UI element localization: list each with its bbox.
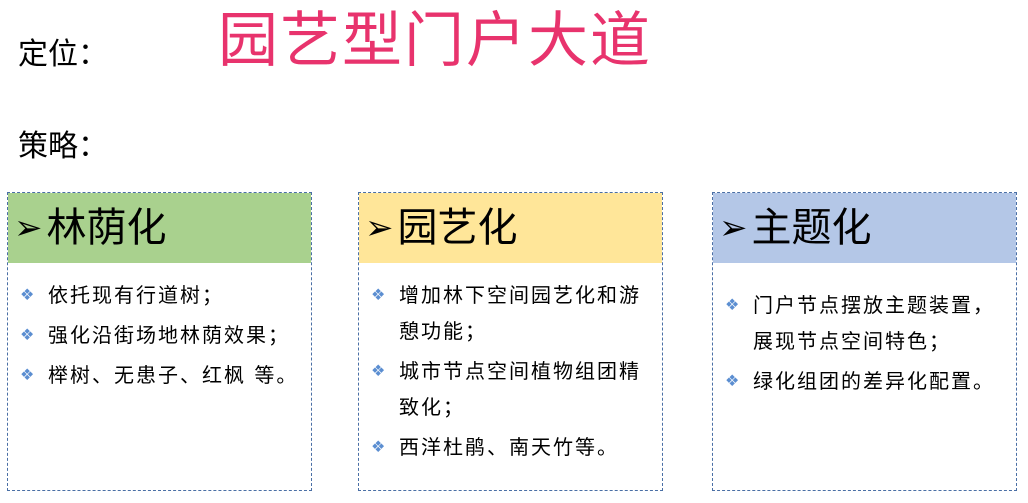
card-title: 主题化 (751, 205, 872, 251)
card-title: 林荫化 (46, 205, 167, 251)
four-diamond-bullet-icon: ❖ (20, 365, 35, 384)
bullet-list: ❖ 依托现有行道树； ❖ 强化沿街场地林荫效果； ❖ 榉树、无患子、红枫 等。 (8, 263, 311, 393)
four-diamond-bullet-icon: ❖ (20, 325, 35, 344)
bullet-list: ❖ 增加林下空间园艺化和游憩功能； ❖ 城市节点空间植物组团精致化； ❖ 西洋杜鹃、南… (359, 263, 662, 465)
list-item-text: 依托现有行道树； (48, 283, 224, 307)
list-item: ❖ 依托现有行道树； (20, 277, 303, 313)
four-diamond-bullet-icon: ❖ (725, 371, 740, 390)
four-diamond-bullet-icon: ❖ (20, 285, 35, 304)
arrow-head-right-icon: ➢ (365, 208, 394, 248)
list-item-text: 增加林下空间园艺化和游憩功能； (399, 283, 641, 343)
card-header: ➢ 园艺化 (359, 193, 662, 263)
card-title: 园艺化 (397, 205, 518, 251)
list-item-text: 榉树、无患子、红枫 等。 (48, 363, 299, 387)
arrow-head-right-icon: ➢ (14, 208, 43, 248)
list-item: ❖ 城市节点空间植物组团精致化； (371, 353, 654, 425)
card-header: ➢ 主题化 (713, 193, 1016, 263)
strategy-label: 策略： (18, 129, 108, 164)
list-item: ❖ 榉树、无患子、红枫 等。 (20, 357, 303, 393)
list-item: ❖ 增加林下空间园艺化和游憩功能； (371, 277, 654, 349)
list-item-text: 西洋杜鹃、南天竹等。 (399, 435, 619, 459)
positioning-headline: 园艺型门户大道 (218, 6, 652, 76)
four-diamond-bullet-icon: ❖ (371, 285, 386, 304)
strategy-card-shade: ➢ 林荫化 ❖ 依托现有行道树； ❖ 强化沿街场地林荫效果； ❖ 榉树、无患子、红枫 … (7, 192, 312, 491)
list-item-text: 绿化组团的差异化配置。 (753, 369, 995, 393)
list-item: ❖ 门户节点摆放主题装置，展现节点空间特色； (725, 287, 1008, 359)
four-diamond-bullet-icon: ❖ (725, 295, 740, 314)
positioning-label: 定位： (18, 37, 108, 72)
strategy-card-gardening: ➢ 园艺化 ❖ 增加林下空间园艺化和游憩功能； ❖ 城市节点空间植物组团精致化； ❖… (358, 192, 663, 491)
four-diamond-bullet-icon: ❖ (371, 437, 386, 456)
bullet-list: ❖ 门户节点摆放主题装置，展现节点空间特色； ❖ 绿化组团的差异化配置。 (713, 263, 1016, 399)
card-header: ➢ 林荫化 (8, 193, 311, 263)
strategy-card-theme: ➢ 主题化 ❖ 门户节点摆放主题装置，展现节点空间特色； ❖ 绿化组团的差异化配置。 (712, 192, 1017, 491)
list-item: ❖ 绿化组团的差异化配置。 (725, 363, 1008, 399)
arrow-head-right-icon: ➢ (719, 208, 748, 248)
list-item-text: 门户节点摆放主题装置，展现节点空间特色； (753, 293, 995, 353)
list-item: ❖ 强化沿街场地林荫效果； (20, 317, 303, 353)
list-item: ❖ 西洋杜鹃、南天竹等。 (371, 429, 654, 465)
list-item-text: 城市节点空间植物组团精致化； (399, 359, 641, 419)
list-item-text: 强化沿街场地林荫效果； (48, 323, 290, 347)
four-diamond-bullet-icon: ❖ (371, 361, 386, 380)
